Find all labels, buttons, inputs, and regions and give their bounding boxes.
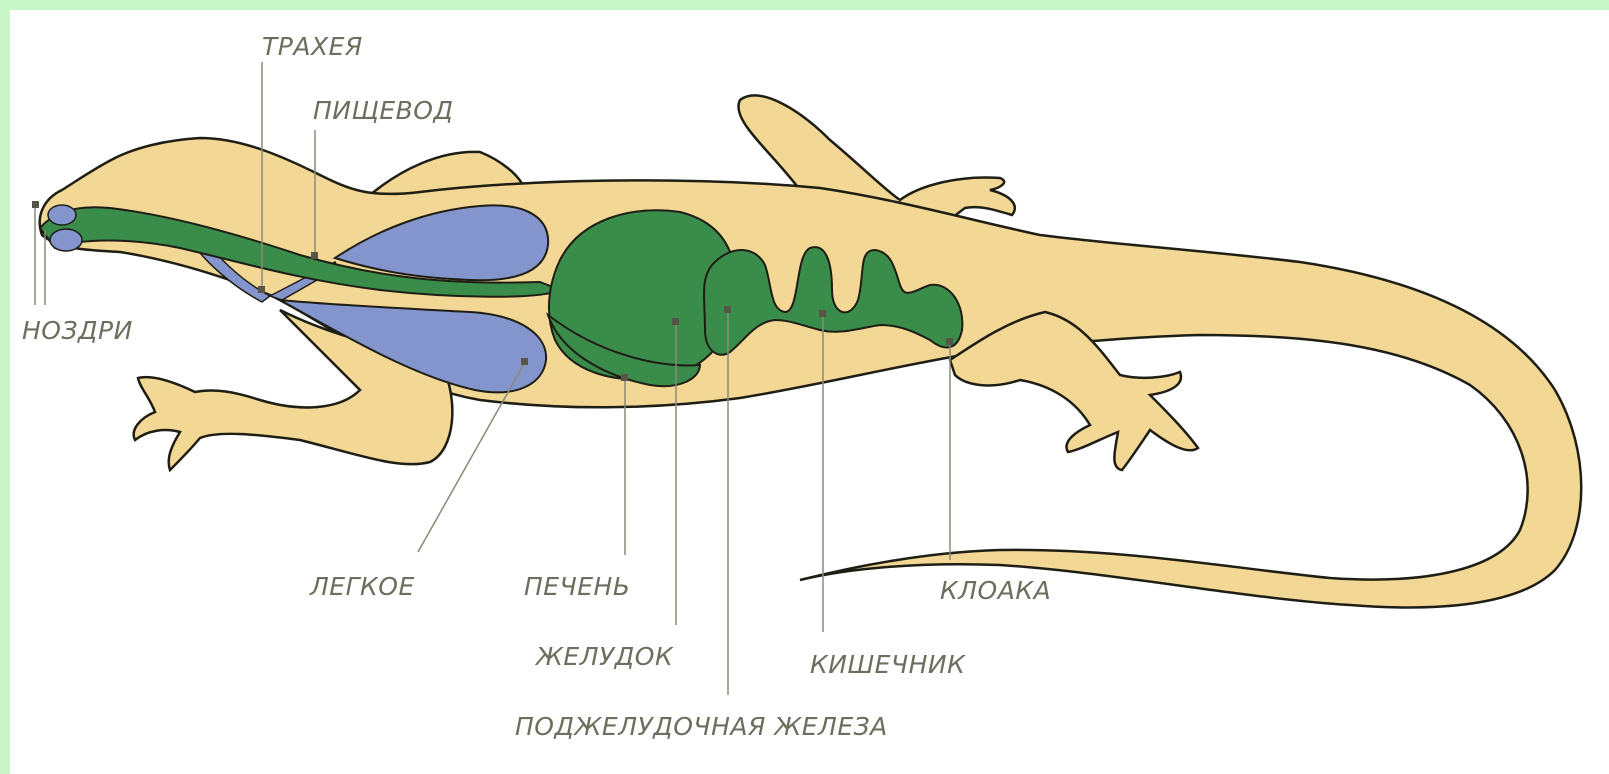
label-trachea: ТРАХЕЯ [262,32,363,61]
marker-cloaca [946,338,953,345]
diagram-frame: ТРАХЕЯ ПИЩЕВОД НОЗДРИ ЛЕГКОЕ ПЕЧЕНЬ ЖЕЛУ… [10,10,1609,774]
label-stomach: ЖЕЛУДОК [536,642,673,671]
nostril-lower [50,229,82,251]
nostril-upper [48,205,76,225]
marker-nostrils [32,201,39,208]
marker-esophagus [311,252,318,259]
lizard-body [40,138,1582,607]
label-intestine: КИШЕЧНИК [810,650,965,679]
marker-stomach [672,318,679,325]
marker-liver [621,374,628,381]
label-nostrils: НОЗДРИ [22,316,133,345]
marker-pancreas [724,306,731,313]
marker-lung [521,358,528,365]
label-esophagus: ПИЩЕВОД [313,96,454,125]
marker-trachea [258,286,265,293]
label-liver: ПЕЧЕНЬ [524,572,630,601]
label-pancreas: ПОДЖЕЛУДОЧНАЯ ЖЕЛЕЗА [515,712,888,741]
label-cloaca: КЛОАКА [940,576,1051,605]
label-lung: ЛЕГКОЕ [310,572,415,601]
marker-intestine [819,310,826,317]
